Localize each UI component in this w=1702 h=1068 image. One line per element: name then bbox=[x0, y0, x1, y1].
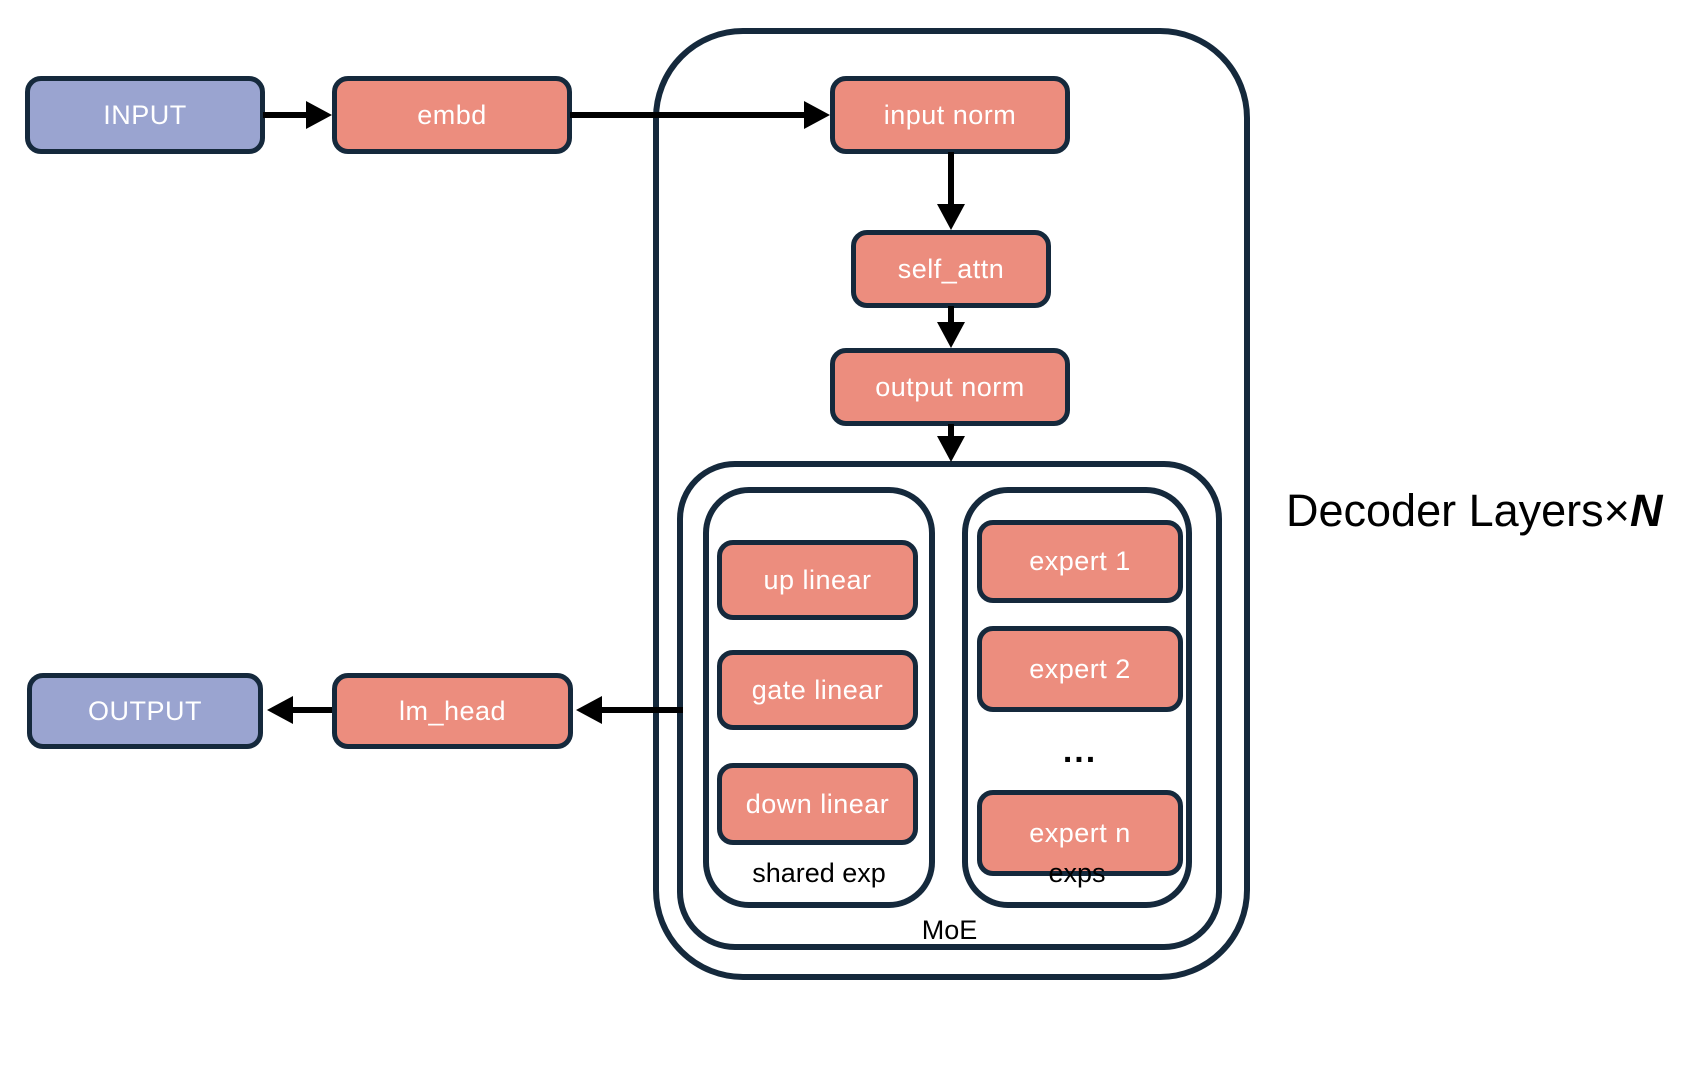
embd-node: embd bbox=[332, 76, 572, 154]
arrow-self-attn-to-output-norm-line bbox=[948, 306, 954, 324]
input-norm-node: input norm bbox=[830, 76, 1070, 154]
arrow-self-attn-to-output-norm-head bbox=[937, 322, 965, 348]
up-linear-node: up linear bbox=[717, 540, 918, 620]
moe-label: MoE bbox=[921, 915, 978, 945]
arrow-input-norm-to-self-attn-head bbox=[937, 204, 965, 230]
arrow-moe-to-lm-head-head bbox=[576, 696, 602, 724]
expert-n-node: expert n bbox=[977, 790, 1183, 876]
arrow-input-to-embd-line bbox=[263, 112, 308, 118]
arrow-input-to-embd-head bbox=[306, 101, 332, 129]
exps-label: exps bbox=[1048, 858, 1106, 888]
expert-1-node: expert 1 bbox=[977, 520, 1183, 603]
decoder-layers-label: Decoder Layers×N bbox=[1286, 486, 1662, 536]
arrow-moe-to-lm-head-line bbox=[598, 707, 683, 713]
output-node: OUTPUT bbox=[27, 673, 263, 749]
arrow-embd-to-input-norm-line bbox=[570, 112, 806, 118]
arrow-output-norm-to-moe-head bbox=[937, 436, 965, 462]
arrow-embd-to-input-norm-head bbox=[804, 101, 830, 129]
output-norm-node: output norm bbox=[830, 348, 1070, 426]
arrow-input-norm-to-self-attn-line bbox=[948, 152, 954, 206]
down-linear-node: down linear bbox=[717, 763, 918, 845]
self-attn-node: self_attn bbox=[851, 230, 1051, 308]
decoder-layers-label-n: N bbox=[1629, 485, 1663, 536]
arrow-output-norm-to-moe-line bbox=[948, 424, 954, 438]
input-node: INPUT bbox=[25, 76, 265, 154]
arrow-lm-head-to-output-line bbox=[292, 707, 332, 713]
expert-2-node: expert 2 bbox=[977, 626, 1183, 712]
decoder-layers-label-prefix: Decoder Layers× bbox=[1286, 485, 1630, 536]
arrow-lm-head-to-output-head bbox=[267, 696, 293, 724]
gate-linear-node: gate linear bbox=[717, 650, 918, 730]
shared-exp-label: shared exp bbox=[752, 858, 886, 888]
lm-head-node: lm_head bbox=[332, 673, 573, 749]
experts-ellipsis: ... bbox=[1062, 732, 1098, 770]
